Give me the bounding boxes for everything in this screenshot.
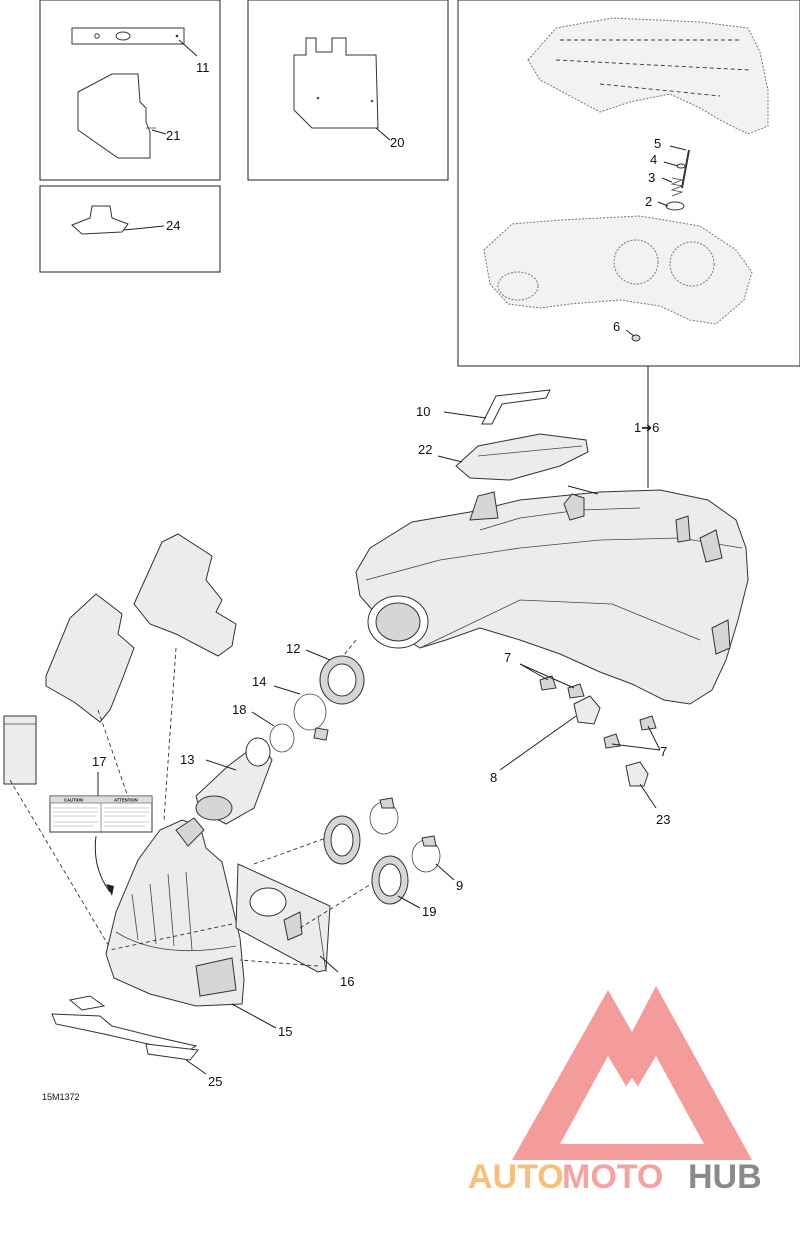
label-attention: ATTENTION (114, 798, 138, 803)
part-7-clip-a (539, 675, 557, 691)
callout-12: 12 (286, 641, 300, 656)
part-14-clamp (293, 693, 329, 741)
part-5-screw (681, 149, 690, 189)
part-21-pad (77, 73, 151, 159)
label-caution: CAUTION (64, 798, 83, 803)
part-3-spring (670, 177, 684, 197)
callout-3: 3 (648, 170, 655, 185)
callout-17: 17 (92, 754, 106, 769)
callout-1-to-6: 1➔6 (634, 420, 659, 435)
part-7-clip-d (603, 733, 621, 749)
callout-11: 11 (196, 60, 210, 75)
automotohub-watermark: AUTO MOTO HUB (468, 986, 762, 1196)
part-20-pad (293, 37, 379, 129)
part-8-grommet (573, 695, 601, 725)
callout-9: 9 (456, 878, 463, 893)
watermark-logo-inner (602, 1078, 662, 1120)
part-12-adapter (319, 655, 365, 705)
callout-5: 5 (654, 136, 661, 151)
part-9-clamp-b (411, 835, 441, 873)
ghost-upper-cover (527, 17, 769, 135)
detail-frame-24 (39, 185, 221, 273)
part-19-coupler-b (371, 855, 409, 905)
part-4-washer (676, 163, 686, 169)
part-6-grommet (631, 334, 641, 342)
watermark-word-moto: MOTO (562, 1158, 663, 1196)
part-15-silencer (105, 817, 245, 1007)
part-24-pad (71, 205, 129, 235)
callout-23: 23 (656, 812, 670, 827)
part-2-washer (665, 201, 685, 211)
watermark-word-hub: HUB (688, 1158, 762, 1196)
watermark-triangle-logo (512, 986, 752, 1160)
callout-10: 10 (416, 404, 430, 419)
part-18-ring (269, 723, 295, 753)
callout-25: 25 (208, 1074, 222, 1089)
callout-19: 19 (422, 904, 436, 919)
callout-7-upper: 7 (504, 650, 511, 665)
part-25-strip-lower (51, 1013, 198, 1053)
foam-pad-lower (45, 593, 135, 723)
detail-frame-1-6 (457, 0, 800, 367)
part-19-coupler-a (323, 815, 361, 865)
figure-reference: 15M1372 (42, 1092, 80, 1102)
part-9-clamp-a (369, 797, 399, 835)
part-22-cover (455, 433, 589, 481)
part-side-block (3, 715, 37, 785)
callout-16: 16 (340, 974, 354, 989)
part-13-duct (195, 737, 273, 825)
callout-15: 15 (278, 1024, 292, 1039)
foam-pad-upper (133, 533, 237, 657)
part-7-clip-c (639, 715, 657, 731)
part-10-seal (481, 389, 551, 425)
airbox-housing (355, 489, 749, 705)
part-17-warning-label: CAUTION ATTENTION (49, 795, 153, 833)
callout-14: 14 (252, 674, 266, 689)
callout-13: 13 (180, 752, 194, 767)
part-25-strip-upper (68, 995, 106, 1011)
callout-8: 8 (490, 770, 497, 785)
callout-22: 22 (418, 442, 432, 457)
callout-7-lower: 7 (660, 744, 667, 759)
callout-4: 4 (650, 152, 657, 167)
callout-24: 24 (166, 218, 180, 233)
part-16-frame (235, 863, 331, 973)
detail-frame-20 (247, 0, 449, 181)
callout-20: 20 (390, 135, 404, 150)
callout-2: 2 (645, 194, 652, 209)
part-23-bracket (625, 761, 649, 787)
callout-18: 18 (232, 702, 246, 717)
watermark-word-auto: AUTO (468, 1158, 564, 1196)
callout-6: 6 (613, 319, 620, 334)
callout-21: 21 (166, 128, 180, 143)
detail-frame-11-21 (39, 0, 221, 181)
